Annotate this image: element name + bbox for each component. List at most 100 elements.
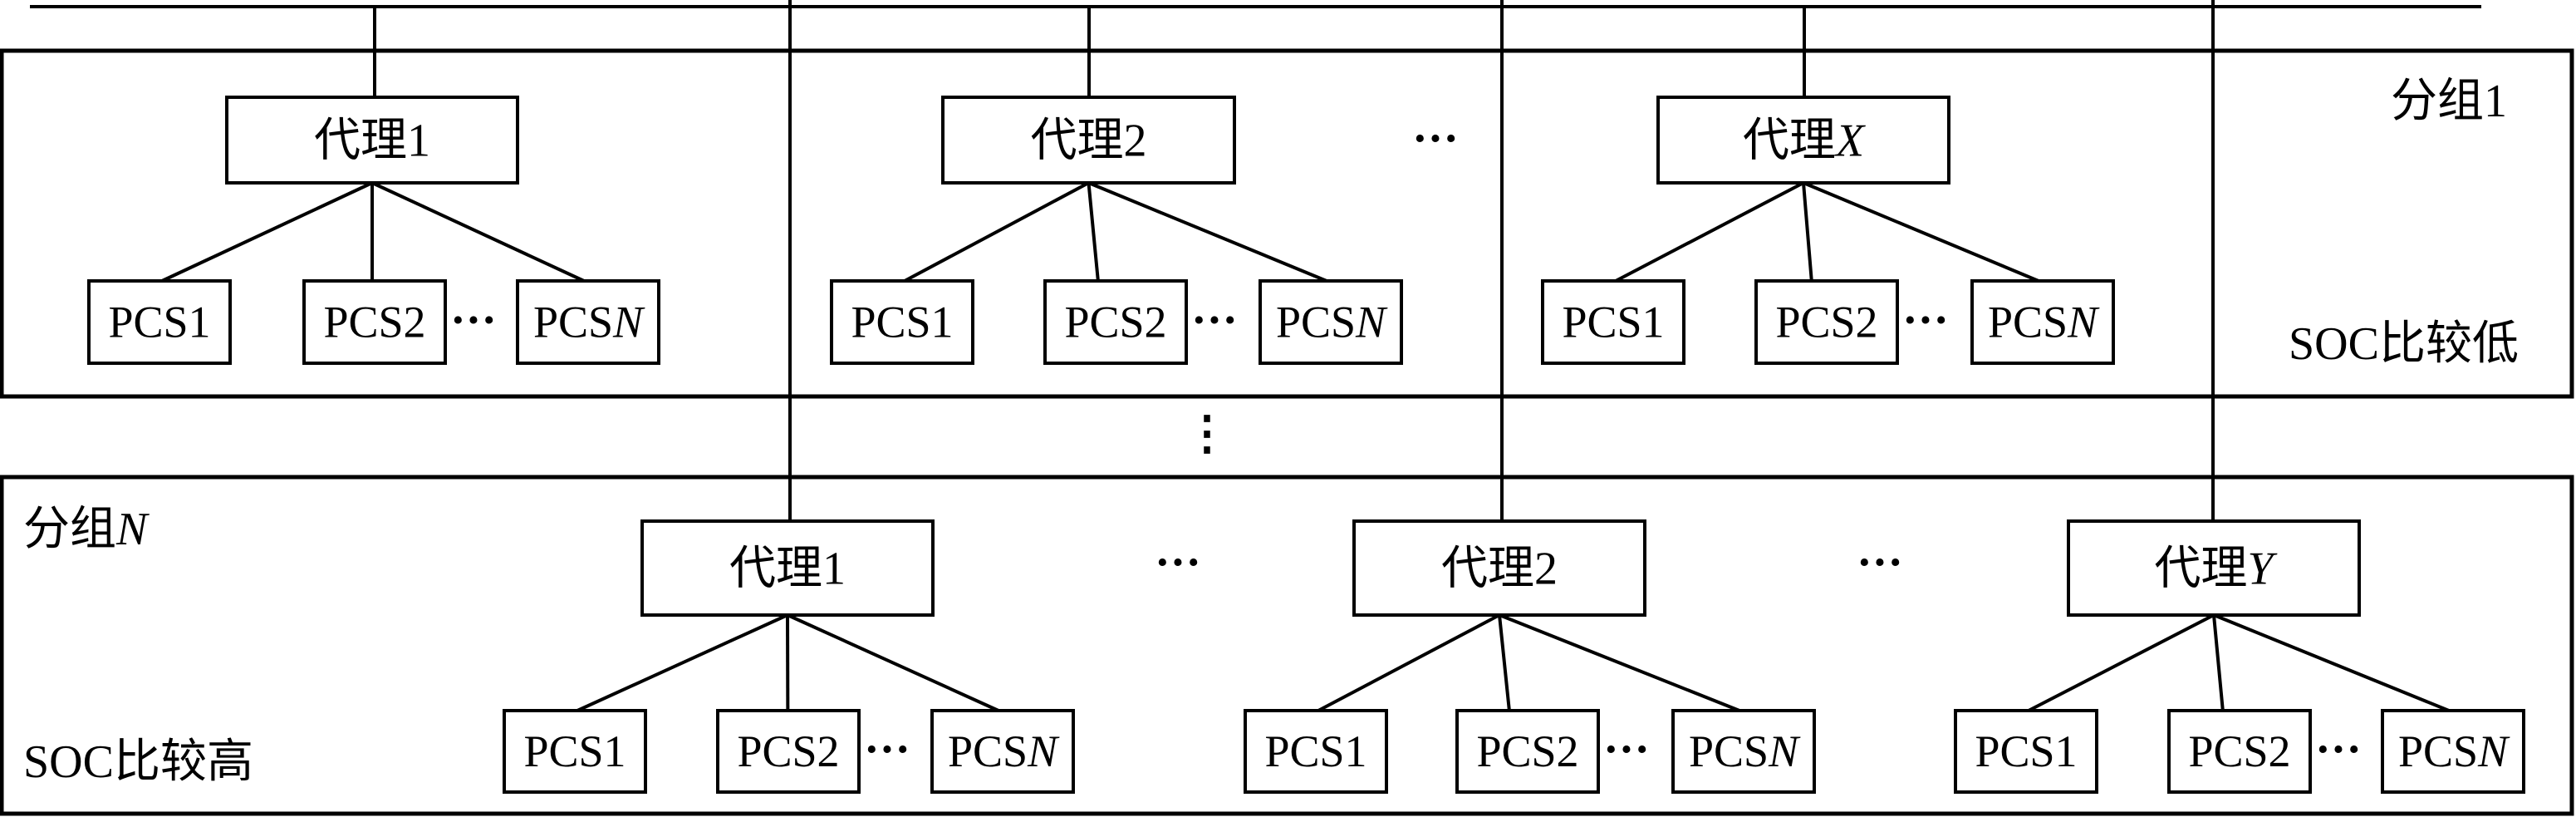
agent-label: 代理2 bbox=[1441, 544, 1558, 595]
pcs-node: PCS2 bbox=[1043, 279, 1188, 365]
pcs-node: PCSN bbox=[930, 709, 1075, 794]
pcs-box bbox=[1970, 279, 2115, 365]
pcs-label: PCSN bbox=[2398, 726, 2510, 776]
agent-pcs-link bbox=[1499, 613, 1740, 712]
agent-node: 代理X bbox=[1656, 96, 1950, 185]
agent-label: 代理1 bbox=[314, 116, 430, 167]
pcs-box bbox=[716, 709, 861, 794]
pcs-ellipsis: ··· bbox=[2315, 724, 2362, 775]
pcs-label: PCS2 bbox=[323, 298, 425, 347]
pcs-ellipsis: ··· bbox=[864, 724, 910, 775]
agent-pcs-link bbox=[1087, 182, 1100, 282]
agent-node: 代理1 bbox=[640, 519, 935, 617]
pcs-box bbox=[1455, 709, 1600, 794]
pcs-box bbox=[1043, 279, 1188, 365]
pcs-node: PCSN bbox=[2381, 709, 2525, 794]
group-1-label: 分组1 bbox=[2391, 76, 2507, 127]
agent-box bbox=[2067, 519, 2361, 617]
agent-pcs-link bbox=[2028, 613, 2215, 712]
pcs-box bbox=[516, 279, 660, 365]
pcs-node: PCSN bbox=[1970, 279, 2115, 365]
pcs-box bbox=[1244, 709, 1388, 794]
pcs-label: PCS2 bbox=[2188, 726, 2290, 776]
agent-pcs-link bbox=[1615, 181, 1804, 283]
pcs-node: PCSN bbox=[1259, 279, 1403, 365]
pcs-box bbox=[1954, 709, 2098, 794]
pcs-box bbox=[302, 279, 447, 365]
agent-box bbox=[941, 96, 1236, 185]
agent-label: 代理Y bbox=[2154, 544, 2278, 595]
pcs-label: PCS1 bbox=[523, 726, 626, 776]
agent-pcs-link bbox=[787, 613, 999, 712]
agent-pcs-link bbox=[1087, 181, 1327, 283]
agent-pcs-link bbox=[1498, 614, 1511, 711]
pcs-box bbox=[87, 279, 232, 365]
pcs-node: PCS1 bbox=[503, 709, 647, 794]
pcs-label: PCS2 bbox=[1064, 298, 1166, 347]
group-n-soc-label: SOC比较高 bbox=[23, 736, 253, 788]
pcs-label: PCS2 bbox=[737, 726, 839, 776]
agent-label: 代理2 bbox=[1031, 116, 1147, 167]
agent-pcs-link bbox=[577, 613, 788, 712]
pcs-label: PCS1 bbox=[851, 298, 953, 347]
agent-pcs-link bbox=[1803, 181, 2039, 283]
pcs-box bbox=[1259, 279, 1403, 365]
agent-pcs-link bbox=[2213, 613, 2450, 712]
pcs-ellipsis: ··· bbox=[1902, 295, 1949, 347]
groups-ellipsis: ⋮ bbox=[1184, 408, 1230, 460]
agent-pcs-link bbox=[371, 181, 585, 283]
agents-ellipsis: ··· bbox=[1155, 537, 1201, 588]
pcs-node: PCSN bbox=[516, 279, 660, 365]
pcs-label: PCS1 bbox=[1975, 726, 2077, 776]
group-n-box bbox=[0, 475, 2574, 816]
pcs-label: PCS2 bbox=[1775, 298, 1877, 347]
pcs-box bbox=[830, 279, 974, 365]
pcs-box bbox=[2167, 709, 2312, 794]
group-1-soc-label: SOC比较低 bbox=[2289, 318, 2519, 370]
pcs-box bbox=[503, 709, 647, 794]
agent-label: 代理X bbox=[1743, 116, 1867, 167]
agent-pcs-link bbox=[1317, 613, 1500, 712]
agent-node: 代理Y bbox=[2067, 519, 2361, 617]
agent-box bbox=[640, 519, 935, 617]
pcs-node: PCS1 bbox=[1244, 709, 1388, 794]
pcs-box bbox=[1754, 279, 1899, 365]
pcs-ellipsis: ··· bbox=[450, 295, 497, 347]
agent-pcs-link bbox=[1802, 182, 1813, 282]
pcs-label: PCS2 bbox=[1476, 726, 1578, 776]
agent-node: 代理2 bbox=[1352, 519, 1646, 617]
agent-node: 代理1 bbox=[225, 96, 519, 185]
agent-pcs-link bbox=[904, 181, 1090, 283]
agent-label: 代理1 bbox=[729, 544, 846, 595]
pcs-box bbox=[1541, 279, 1685, 365]
agent-pcs-link bbox=[161, 181, 373, 283]
pcs-label: PCS1 bbox=[1264, 726, 1367, 776]
pcs-node: PCS2 bbox=[2167, 709, 2312, 794]
pcs-node: PCSN bbox=[1671, 709, 1816, 794]
pcs-node: PCS1 bbox=[1541, 279, 1685, 365]
agents-ellipsis: ··· bbox=[1857, 537, 1903, 588]
pcs-node: PCS1 bbox=[830, 279, 974, 365]
pcs-node: PCS2 bbox=[1754, 279, 1899, 365]
agent-node: 代理2 bbox=[941, 96, 1236, 185]
group-n-label: 分组N bbox=[23, 504, 150, 555]
agent-box bbox=[1352, 519, 1646, 617]
pcs-node: PCS1 bbox=[87, 279, 232, 365]
pcs-label: PCSN bbox=[533, 298, 645, 347]
agents-ellipsis: ··· bbox=[1412, 113, 1459, 165]
pcs-label: PCSN bbox=[1689, 726, 1801, 776]
pcs-label: PCSN bbox=[1988, 298, 2100, 347]
pcs-label: PCS1 bbox=[108, 298, 210, 347]
pcs-node: PCS2 bbox=[302, 279, 447, 365]
pcs-node: PCS2 bbox=[1455, 709, 1600, 794]
pcs-label: PCSN bbox=[1276, 298, 1388, 347]
group-1-box bbox=[0, 48, 2574, 399]
agent-pcs-link bbox=[2212, 614, 2225, 711]
pcs-node: PCS1 bbox=[1954, 709, 2098, 794]
pcs-box bbox=[2381, 709, 2525, 794]
pcs-ellipsis: ··· bbox=[1603, 724, 1650, 775]
pcs-label: PCSN bbox=[948, 726, 1060, 776]
pcs-label: PCS1 bbox=[1562, 298, 1664, 347]
agent-box bbox=[1656, 96, 1950, 185]
